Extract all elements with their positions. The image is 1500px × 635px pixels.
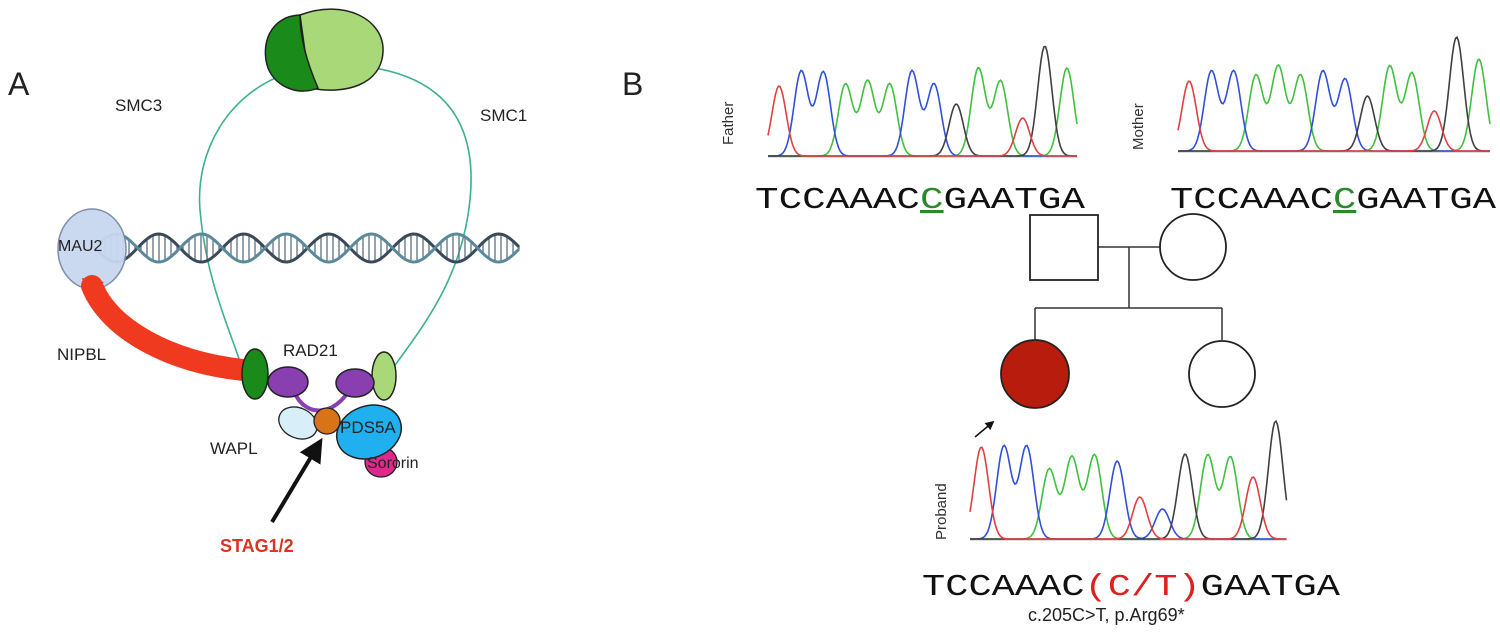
proband-arrow — [974, 420, 995, 438]
dna-helix — [93, 232, 521, 264]
panel-b-label: B — [622, 66, 643, 102]
smc1-arm — [349, 64, 472, 369]
father-square — [1029, 214, 1099, 281]
father-chromatogram — [767, 45, 1078, 158]
nipbl-arc — [81, 275, 254, 381]
panel-a: A SMC3 SMC1 MAU2 NIPBL RAD21 WAPL PDS5 — [8, 8, 527, 556]
sororin-label: Sororin — [367, 455, 419, 472]
trace-c — [768, 69, 1077, 157]
dna-strand — [93, 232, 521, 264]
rad21-c-terminal — [335, 368, 375, 398]
proband-label: Proband — [933, 483, 950, 540]
wapl-protein — [278, 406, 318, 440]
proband-chromatogram — [969, 419, 1288, 541]
mutation-annotation: c.205C>T, p.Arg69* — [1028, 605, 1185, 625]
smc3-head — [241, 348, 269, 400]
proband-sequence: TCCAAAC(C/T)GAATGA — [922, 570, 1340, 605]
rad21-n-terminal — [267, 366, 309, 398]
stag-arrow — [270, 437, 323, 524]
smc1-head — [371, 351, 397, 401]
rad21-label: RAD21 — [283, 341, 338, 360]
smc1-label: SMC1 — [480, 106, 527, 125]
wapl-label: WAPL — [210, 439, 258, 458]
trace-t — [767, 85, 1077, 157]
mother-label: Mother — [1130, 103, 1147, 150]
pds5a-label: PDS5A — [340, 418, 396, 437]
trace-c — [1178, 69, 1490, 152]
trace-t — [1177, 80, 1490, 152]
sibling-circle — [1188, 340, 1256, 408]
smc1-hinge-domain — [299, 8, 384, 91]
trace-t — [969, 446, 1287, 540]
nipbl-arrow-head — [82, 278, 104, 300]
mother-chromatogram — [1177, 35, 1491, 153]
proband-variant-site: (C/T) — [1085, 570, 1201, 605]
smc3-hinge-domain — [264, 14, 319, 92]
smc-hinge — [264, 8, 384, 92]
smc3-label: SMC3 — [115, 96, 162, 115]
stag-label: STAG1/2 — [220, 536, 294, 556]
pedigree — [974, 213, 1256, 438]
smc3-arm — [198, 71, 293, 363]
father-variant-site: C — [920, 183, 944, 218]
stag-protein — [313, 407, 341, 435]
panel-a-label: A — [8, 66, 30, 102]
mother-variant-site: C — [1333, 183, 1356, 218]
mother-circle — [1159, 213, 1227, 281]
nipbl-label: NIPBL — [57, 345, 106, 364]
pds5a-protein — [335, 404, 403, 460]
proband-affected-circle — [1000, 339, 1070, 409]
mau2-label: MAU2 — [58, 238, 103, 255]
father-label: Father — [720, 102, 737, 145]
